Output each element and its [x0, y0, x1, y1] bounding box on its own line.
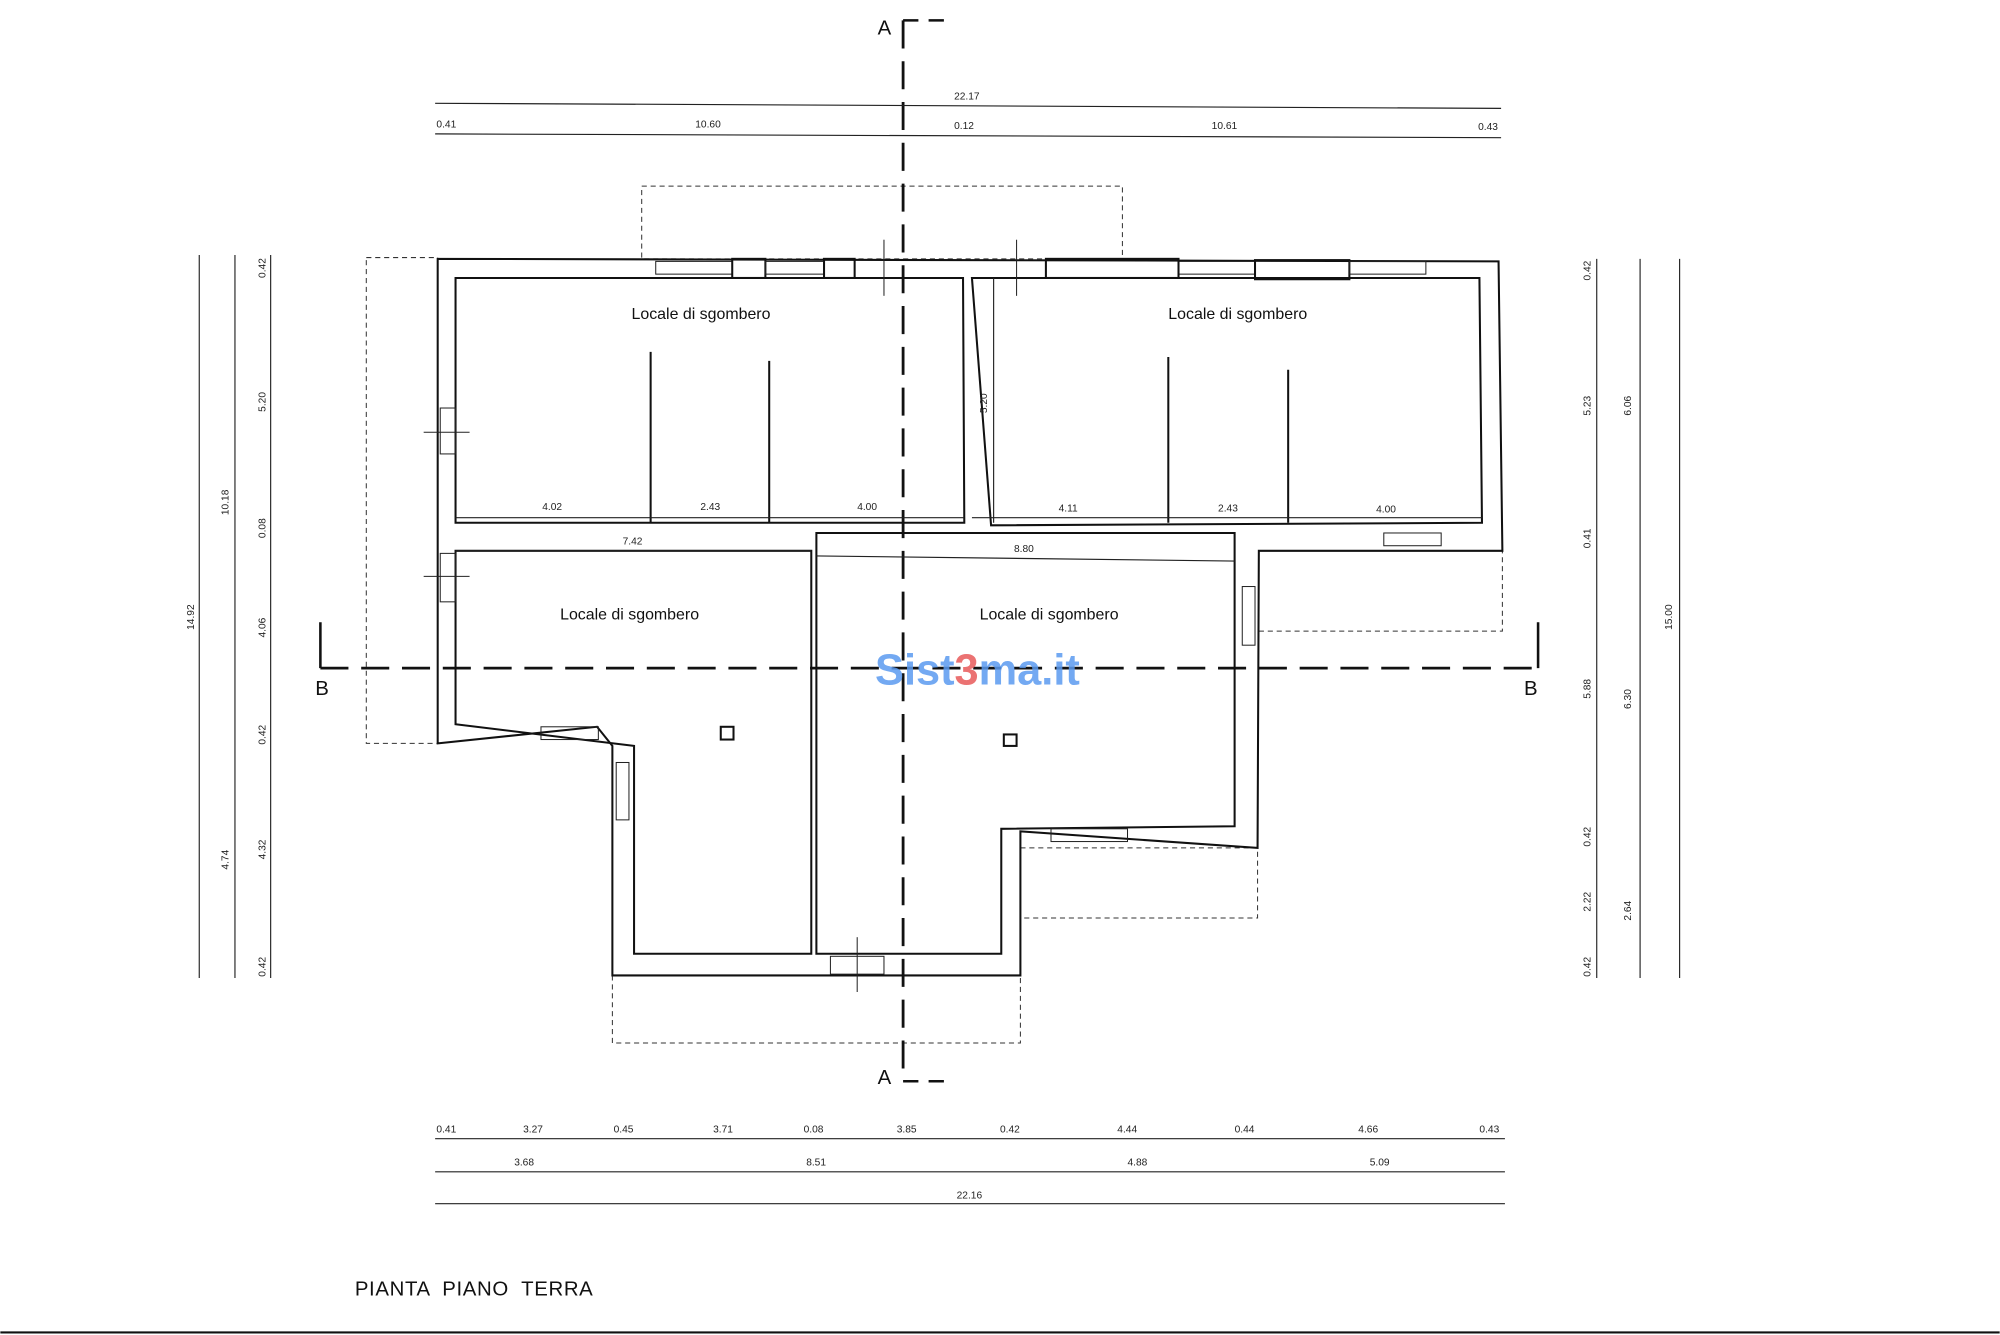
dim-label: 0.43 — [1478, 122, 1498, 133]
dim-label: 5.23 — [1582, 396, 1593, 416]
dim-bottom-total: 22.16 — [957, 1191, 983, 1202]
dim-label: 0.08 — [258, 518, 269, 538]
dim-label: 5.88 — [1582, 679, 1593, 699]
dim-label: 0.41 — [436, 1124, 456, 1135]
dim-top-total: 22.17 — [954, 91, 980, 102]
dim-label: 8.51 — [806, 1157, 826, 1168]
dim-label: 3.85 — [897, 1124, 917, 1135]
dim-right-total: 15.00 — [1664, 604, 1675, 630]
dim-label: 8.80 — [1014, 544, 1034, 555]
dim-label: 4.11 — [1059, 503, 1078, 514]
room-label-top-right: Locale di sgombero — [1168, 306, 1307, 323]
dim-label: 10.60 — [695, 120, 721, 131]
dim-label: 3.68 — [514, 1157, 534, 1168]
dim-label: 0.41 — [1582, 528, 1593, 548]
dim-label: 0.42 — [258, 258, 269, 278]
windows — [423, 239, 1442, 993]
dim-label: 0.43 — [1479, 1124, 1499, 1135]
watermark: Sist3ma.it — [875, 647, 1080, 695]
section-a-label-top: A — [878, 17, 892, 39]
dim-label: 6.30 — [1623, 689, 1634, 709]
dim-label: 0.42 — [1000, 1124, 1020, 1135]
dim-label: 0.42 — [258, 957, 269, 977]
dim-label: 0.45 — [614, 1124, 634, 1135]
dim-label: 4.02 — [542, 502, 562, 513]
dim-label: 0.12 — [954, 121, 974, 132]
dim-label: 0.42 — [1582, 826, 1593, 846]
dim-label: 10.61 — [1212, 121, 1238, 132]
dim-label: 5.09 — [1370, 1157, 1390, 1168]
section-lines: A A B B — [315, 17, 1540, 1089]
dim-label: 4.32 — [258, 839, 269, 859]
dim-label: 0.44 — [1235, 1124, 1255, 1135]
dim-label: 0.42 — [258, 724, 269, 744]
dim-label: 3.27 — [523, 1124, 543, 1135]
drawing-title: PIANTA PIANO TERRA — [355, 1278, 594, 1300]
dim-label: 4.06 — [258, 617, 269, 637]
dim-label: 2.43 — [700, 502, 720, 513]
room-label-top-left: Locale di sgombero — [632, 306, 771, 323]
dim-label: 2.64 — [1623, 900, 1634, 920]
section-b-label-left: B — [315, 678, 329, 700]
section-b-label-right: B — [1524, 678, 1538, 700]
dim-label: 4.44 — [1117, 1124, 1137, 1135]
dim-label: 2.22 — [1582, 892, 1593, 912]
room-label-bottom-left: Locale di sgombero — [560, 607, 699, 624]
dim-label: 0.41 — [436, 120, 456, 131]
dim-label: 4.00 — [857, 502, 877, 513]
dim-label: 7.42 — [623, 536, 643, 547]
dimension-lines — [0, 102, 2000, 1334]
dim-left-total: 14.92 — [186, 604, 197, 630]
dimension-labels: 22.17 0.41 10.60 0.12 10.61 0.43 0.41 3.… — [186, 91, 1675, 1201]
dim-label: 0.42 — [1582, 260, 1593, 280]
dim-label: 0.08 — [804, 1124, 824, 1135]
dim-label: 4.74 — [221, 849, 232, 869]
dim-label: 6.06 — [1623, 396, 1634, 416]
dim-label: 5.20 — [979, 393, 990, 413]
dashed-outlines — [365, 185, 1503, 1044]
dim-label: 2.43 — [1218, 503, 1238, 514]
dim-label: 10.18 — [221, 489, 232, 515]
dim-label: 3.71 — [713, 1124, 733, 1135]
dim-label: 0.42 — [1582, 957, 1593, 977]
dim-label: 4.88 — [1128, 1157, 1148, 1168]
dim-label: 4.66 — [1358, 1124, 1378, 1135]
dim-label: 4.00 — [1376, 505, 1396, 516]
section-a-label-bottom: A — [878, 1067, 892, 1089]
dim-label: 5.20 — [258, 392, 269, 412]
room-label-bottom-right: Locale di sgombero — [980, 607, 1119, 624]
